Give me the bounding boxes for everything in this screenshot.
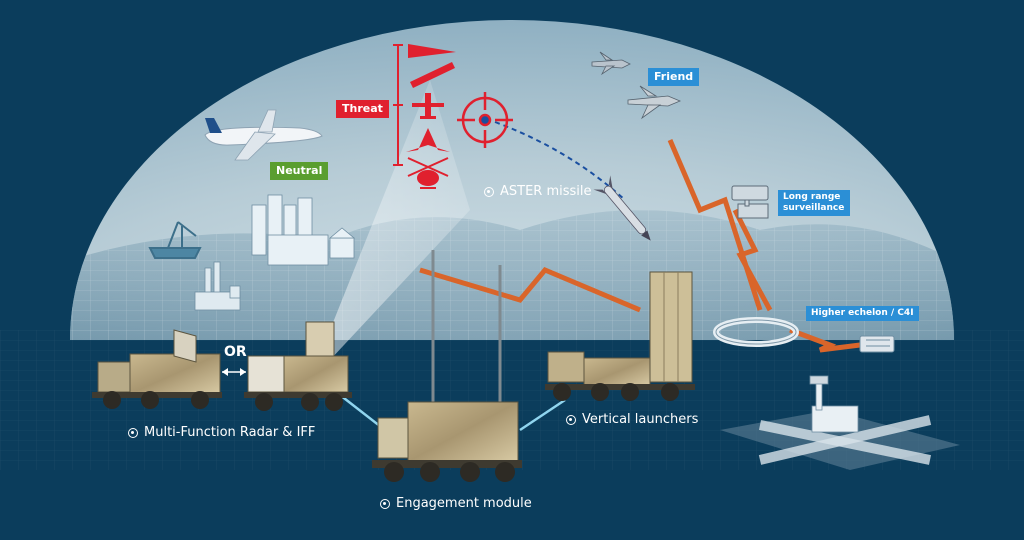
aster-missile-label: ASTER missile xyxy=(500,184,592,199)
airbase-icon xyxy=(720,375,960,470)
command-server-icon xyxy=(859,335,895,353)
cruise-missile-icon xyxy=(410,62,455,88)
radar-beam xyxy=(320,80,470,360)
threat-group xyxy=(393,44,456,189)
engagement-module-truck xyxy=(372,250,522,482)
higher-echelon-label: Higher echelon / C4I xyxy=(806,306,919,321)
neutral-label: Neutral xyxy=(270,162,329,180)
target-dot-icon xyxy=(128,427,138,438)
target-dot-icon xyxy=(566,414,576,425)
airliner-icon xyxy=(204,109,323,161)
threat-label: Threat xyxy=(336,100,389,118)
mfr-iff-label: Multi-Function Radar & IFF xyxy=(144,425,316,440)
or-label: OR xyxy=(224,344,247,360)
friend-label: Friend xyxy=(648,68,700,86)
crosshair-target-icon xyxy=(457,92,513,148)
target-dot-icon xyxy=(484,186,494,197)
industrial-plant xyxy=(194,261,241,311)
threat-bracket xyxy=(393,44,403,166)
city-buildings xyxy=(251,194,356,266)
drone-icon xyxy=(412,93,444,119)
friendly-jet-icon-1 xyxy=(591,51,631,76)
engagement-module-caption: Engagement module xyxy=(380,496,532,511)
target-dot-icon xyxy=(380,498,390,509)
radar-truck-2 xyxy=(244,321,352,411)
c4i-ring-icon xyxy=(713,317,799,347)
friendly-jet-icon-2 xyxy=(627,85,682,120)
radar-truck-1 xyxy=(92,329,222,409)
mfr-iff-caption: Multi-Function Radar & IFF xyxy=(128,425,315,440)
aster-missile-caption: ASTER missile xyxy=(484,184,592,199)
vertical-launcher-truck xyxy=(545,271,695,401)
vertical-launchers-caption: Vertical launchers xyxy=(566,412,698,427)
or-arrow-right-head xyxy=(240,368,246,376)
data-links xyxy=(419,139,861,353)
vertical-launchers-label: Vertical launchers xyxy=(582,412,699,427)
or-arrow-left-head xyxy=(222,368,228,376)
helicopter-icon xyxy=(407,157,449,189)
harbour-crane xyxy=(148,221,202,259)
surveillance-radar-icon xyxy=(731,185,769,219)
engagement-module-label: Engagement module xyxy=(396,496,532,511)
aster-missile-icon xyxy=(593,175,651,241)
long-range-surveillance-label: Long range surveillance xyxy=(778,190,850,216)
ballistic-missile-icon xyxy=(408,44,456,58)
fighter-jet-icon xyxy=(406,128,450,152)
